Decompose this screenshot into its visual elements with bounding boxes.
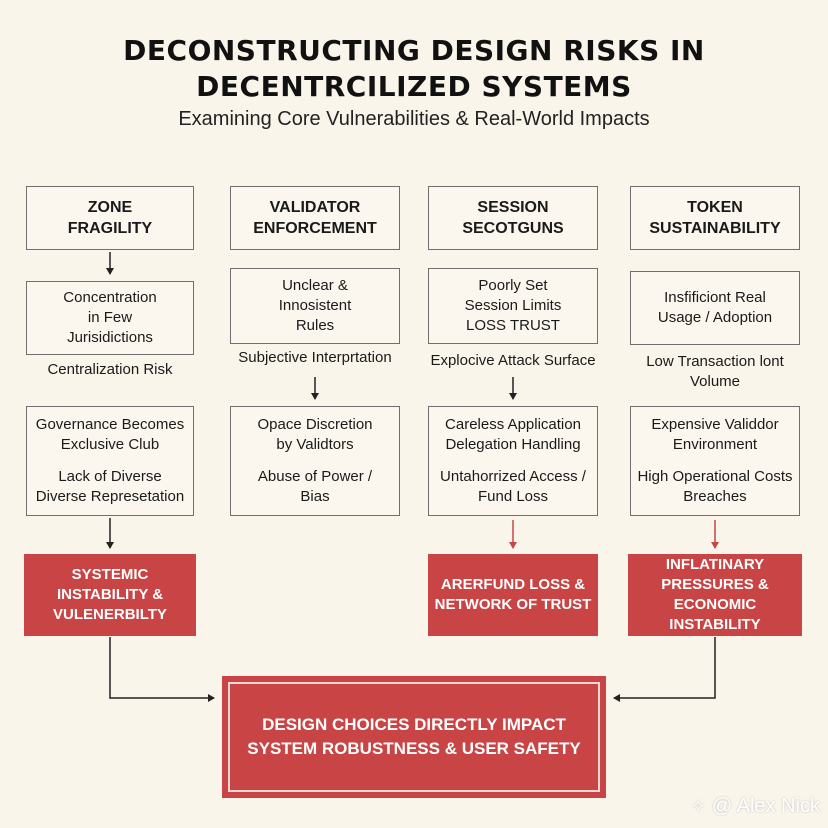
conclusion-text: DESIGN CHOICES DIRECTLY IMPACT SYSTEM RO… xyxy=(228,682,600,792)
session-secotguns-header: SESSION SECOTGUNS xyxy=(428,186,598,250)
session-secotguns-effect-b: Untahorrized Access / Fund Loss xyxy=(440,468,586,505)
token-sustainability-note: Low Transaction lont Volume xyxy=(646,353,784,390)
zone-fragility-effect-box: Governance Becomes Exclusive Club Lack o… xyxy=(26,406,194,516)
zone-fragility-cause-box: Concentration in Few Jurisidictions xyxy=(26,281,194,355)
validator-enforcement-note: Subjective Interprtation xyxy=(238,349,392,366)
arrow-zone-impact-to-conclusion xyxy=(109,637,215,702)
session-secotguns-header-text: SESSION SECOTGUNS xyxy=(462,199,564,237)
session-secotguns-impact: ARERFUND LOSS & NETWORK OF TRUST xyxy=(428,554,598,636)
token-sustainability-cause-text: Insfificiont Real Usage / Adoption xyxy=(657,289,773,326)
validator-enforcement-effect-box: Opace Discretion by Validtors Abuse of P… xyxy=(230,406,400,516)
token-sustainability-effect-box: Expensive Validdor Environment High Oper… xyxy=(630,406,800,516)
watermark-text: @ Alex Nick xyxy=(711,795,820,817)
validator-enforcement-header-text: VALIDATOR ENFORCEMENT xyxy=(253,199,377,237)
session-secotguns-cause-text: Poorly Set Session Limits LOSS TRUST xyxy=(464,277,562,334)
session-secotguns-cause-box: Poorly Set Session Limits LOSS TRUST xyxy=(428,268,598,344)
page-title-line2: DECENTRCILIZED SYSTEMS xyxy=(196,70,632,103)
page-title-line1: DECONSTRUCTING DESIGN RISKS IN xyxy=(123,34,705,67)
page-subtitle: Examining Core Vulnerabilities & Real-Wo… xyxy=(178,108,650,130)
session-secotguns-effect-box: Careless Application Delegation Handling… xyxy=(428,406,598,516)
conclusion-box: DESIGN CHOICES DIRECTLY IMPACT SYSTEM RO… xyxy=(222,676,606,798)
session-secotguns-note: Explocive Attack Surface xyxy=(430,352,596,369)
token-sustainability-header-text: TOKEN SUSTAINABILITY xyxy=(649,199,781,237)
zone-fragility-note: Centralization Risk xyxy=(47,361,173,378)
token-sustainability-impact: INFLATINARY PRESSURES & ECONOMIC INSTABI… xyxy=(628,554,802,636)
validator-enforcement-effect-b: Abuse of Power / Bias xyxy=(257,468,373,505)
token-sustainability-header: TOKEN SUSTAINABILITY xyxy=(630,186,800,250)
validator-enforcement-effect-a: Opace Discretion by Validtors xyxy=(257,416,373,453)
token-sustainability-cause-box: Insfificiont Real Usage / Adoption xyxy=(630,271,800,345)
validator-enforcement-cause-text: Unclear & Innosistent Rules xyxy=(278,277,352,334)
token-sustainability-effect-b: High Operational Costs Breaches xyxy=(637,468,793,505)
validator-enforcement-cause-box: Unclear & Innosistent Rules xyxy=(230,268,400,344)
validator-enforcement-header: VALIDATOR ENFORCEMENT xyxy=(230,186,400,250)
zone-fragility-header: ZONE FRAGILITY xyxy=(26,186,194,250)
token-sustainability-effect-a: Expensive Validdor Environment xyxy=(651,416,779,453)
watermark: ✧ @ Alex Nick xyxy=(691,795,820,818)
zone-fragility-impact: SYSTEMIC INSTABILITY & VULENERBILTY xyxy=(24,554,196,636)
zone-fragility-effect-b: Lack of Diverse Diverse Represetation xyxy=(35,468,185,505)
zone-fragility-cause-text: Concentration in Few Jurisidictions xyxy=(63,289,157,346)
zone-fragility-header-text: ZONE FRAGILITY xyxy=(67,199,153,237)
sparkle-icon: ✧ xyxy=(690,796,706,816)
zone-fragility-effect-a: Governance Becomes Exclusive Club xyxy=(35,416,185,453)
arrow-token-impact-to-conclusion xyxy=(613,637,716,702)
session-secotguns-effect-a: Careless Application Delegation Handling xyxy=(445,416,581,453)
